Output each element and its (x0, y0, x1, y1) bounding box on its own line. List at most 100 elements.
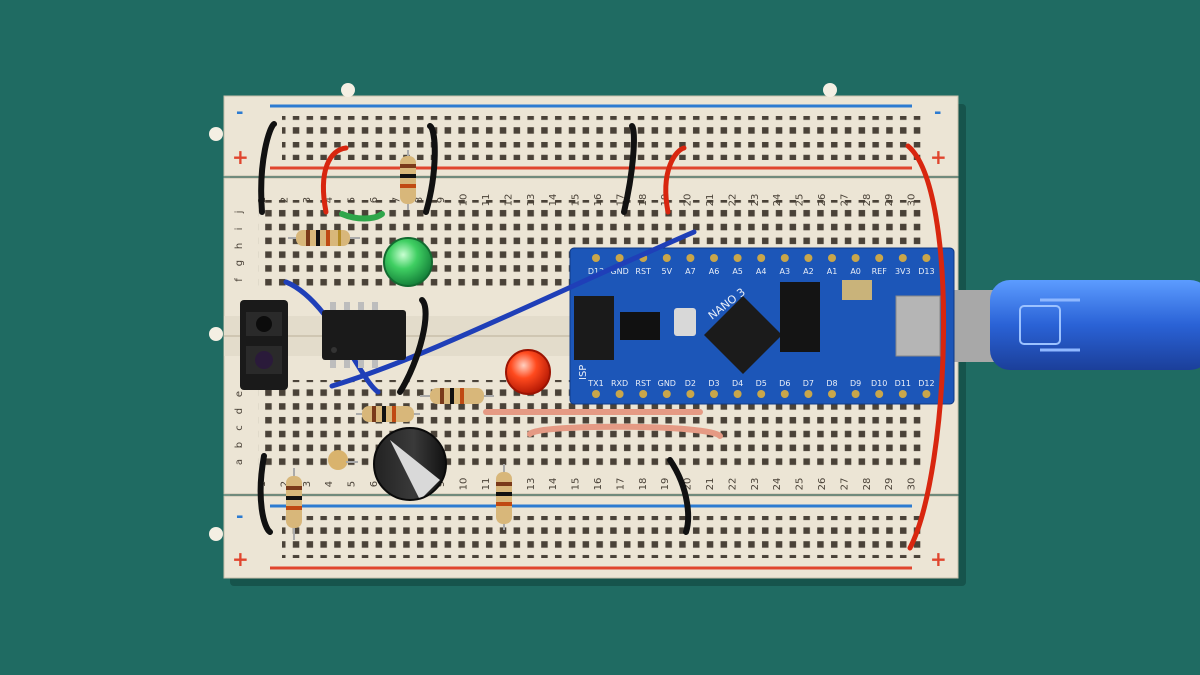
nano-pin (780, 254, 789, 262)
column-number: 10 (459, 478, 470, 491)
nano-pin (639, 390, 648, 398)
column-number: 18 (638, 478, 649, 491)
nano-pin (686, 390, 695, 398)
nano-pin (592, 254, 600, 262)
row-letter: a (234, 459, 245, 465)
column-number: 25 (795, 478, 806, 491)
column-number: 15 (571, 194, 582, 207)
nano-pin (710, 390, 718, 398)
nano-pin (804, 254, 813, 262)
column-number: 26 (817, 194, 828, 207)
resistor (286, 468, 302, 540)
red-wire (320, 145, 349, 215)
row-letter: b (234, 442, 245, 448)
column-number: 23 (750, 478, 761, 491)
column-number: 11 (481, 478, 492, 491)
row-letter: d (234, 408, 245, 414)
column-number: 12 (503, 194, 514, 207)
column-number: 24 (772, 194, 783, 207)
resistor (496, 464, 512, 530)
column-number: 17 (615, 194, 626, 207)
nano-pin-label: A1 (827, 267, 838, 276)
column-number: 29 (884, 478, 895, 491)
nano-pin (898, 390, 907, 398)
column-number: 16 (593, 478, 604, 491)
nano-pin-label: GND (658, 379, 676, 388)
nano-pin-label: D12 (588, 267, 604, 276)
nano-pin (733, 390, 742, 398)
row-letter: c (234, 425, 245, 431)
nano-pin (710, 254, 718, 262)
nano-pin-label: RST (635, 267, 651, 276)
nano-pin-label: RXD (611, 379, 628, 388)
top-power-rail: - + - + (223, 95, 959, 177)
rail-plus-label: + (232, 547, 249, 571)
resistor (420, 388, 494, 404)
bottom-power-rail: - + + (223, 495, 959, 579)
column-number: 18 (638, 194, 649, 207)
column-number: 6 (369, 481, 380, 487)
nano-pin (851, 390, 860, 398)
nano-pin (851, 254, 860, 262)
column-number: 9 (436, 481, 447, 487)
nano-pin (615, 390, 624, 398)
column-number: 8 (414, 197, 425, 203)
column-number: 19 (660, 478, 671, 491)
column-number: 20 (683, 478, 694, 491)
nano-pin (780, 390, 789, 398)
red-wire (663, 145, 687, 215)
breadboard-tabs (209, 83, 837, 541)
nano-pin-label: D3 (708, 379, 719, 388)
column-number: 27 (839, 194, 850, 207)
electrolytic-capacitor (373, 427, 447, 501)
black-wire (621, 123, 637, 215)
nano-pin (592, 390, 600, 398)
row-letter: j (234, 211, 245, 215)
black-wire (667, 457, 692, 535)
column-number: 13 (526, 194, 537, 207)
nano-isp-label: ISP (578, 365, 589, 380)
nano-pin-label: RST (635, 379, 651, 388)
red-led (505, 349, 551, 395)
row-letter: e (234, 391, 245, 397)
ir-sensor (240, 300, 288, 390)
nano-pin-label: TX1 (587, 379, 603, 388)
black-wire (423, 123, 438, 215)
rail-minus-label: - (236, 102, 243, 123)
rail-plus-label: + (930, 547, 947, 571)
column-number: 4 (324, 481, 335, 487)
nano-pin-label: D4 (732, 379, 743, 388)
nano-pin (828, 390, 836, 398)
resistors (286, 150, 512, 540)
nano-pin-label: D5 (756, 379, 767, 388)
nano-pin (662, 390, 671, 398)
column-number: 21 (705, 478, 716, 491)
nano-pin (662, 254, 671, 262)
column-number: 14 (548, 478, 559, 491)
nano-pin-label: D8 (826, 379, 837, 388)
column-number: 30 (907, 478, 918, 491)
nano-pin (922, 390, 931, 398)
nano-pin (757, 254, 766, 262)
column-number: 9 (436, 197, 447, 203)
green-led (383, 237, 433, 287)
nano-pin (757, 390, 766, 398)
nano-pin (875, 254, 884, 262)
rail-minus-label: - (236, 506, 243, 527)
row-letter: h (234, 243, 245, 249)
red-wire (905, 143, 947, 551)
column-number: 14 (548, 194, 559, 207)
column-number: 26 (817, 478, 828, 491)
nano-pin-label: 3V3 (895, 267, 911, 276)
column-number: 4 (324, 197, 335, 203)
green-wire (339, 211, 385, 222)
column-number: 21 (705, 194, 716, 207)
column-number: 30 (907, 194, 918, 207)
nano-pin (875, 390, 884, 398)
nano-pin-label: A3 (780, 267, 791, 276)
ic-chip (322, 302, 406, 368)
column-number: 16 (593, 194, 604, 207)
column-number: 15 (571, 478, 582, 491)
black-wire (258, 121, 277, 215)
